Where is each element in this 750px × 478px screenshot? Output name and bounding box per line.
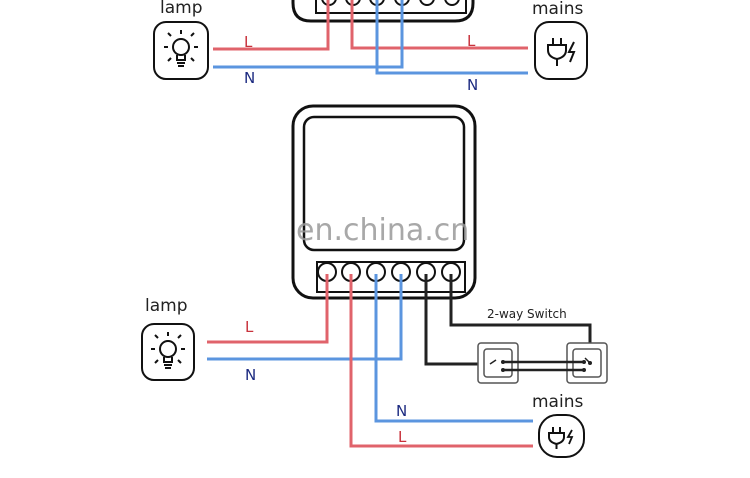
top-lamp-label: lamp <box>160 0 203 18</box>
two-way-switch-icon <box>477 342 608 384</box>
bottom-device-face <box>302 115 466 252</box>
top-mains-label: mains <box>532 0 583 19</box>
bottom-mains-neutral-label: N <box>396 402 407 420</box>
bottom-mains-live-wire <box>349 274 533 448</box>
watermark: en.china.cn <box>296 213 469 248</box>
bottom-switch-wire-1 <box>424 274 495 366</box>
top-lamp-neutral-wire <box>213 0 404 69</box>
top-mains-neutral-label: N <box>467 76 478 94</box>
bottom-diagram: en.china.cn L N N L 2-way Switch lamp <box>141 104 608 458</box>
plug-icon <box>534 21 588 80</box>
switch-label: 2-way Switch <box>487 307 567 321</box>
top-diagram: L N L N lamp mains <box>153 0 588 94</box>
top-mains-live-label: L <box>467 32 476 50</box>
lightbulb-icon <box>153 21 209 80</box>
top-mains-neutral-wire <box>375 0 528 75</box>
bottom-lamp-label: lamp <box>145 296 188 316</box>
bottom-lamp-neutral-wire <box>207 274 403 361</box>
bottom-terminal-block <box>316 261 466 293</box>
bottom-mains-neutral-wire <box>374 274 533 423</box>
top-terminal-block <box>315 0 467 14</box>
lightbulb-icon <box>141 323 195 381</box>
bottom-lamp-live-wire <box>207 274 329 344</box>
plug-icon <box>538 414 585 458</box>
top-lamp-live-wire <box>213 0 330 51</box>
bottom-mains-label: mains <box>532 392 583 412</box>
top-mains-live-wire <box>350 0 528 50</box>
top-terminal <box>444 0 460 6</box>
top-terminal <box>419 0 435 6</box>
bottom-lamp-live-label: L <box>245 318 254 336</box>
bottom-mains-live-label: L <box>398 428 407 446</box>
top-lamp-neutral-label: N <box>244 69 255 87</box>
bottom-lamp-neutral-label: N <box>245 366 256 384</box>
top-lamp-live-label: L <box>244 33 253 51</box>
